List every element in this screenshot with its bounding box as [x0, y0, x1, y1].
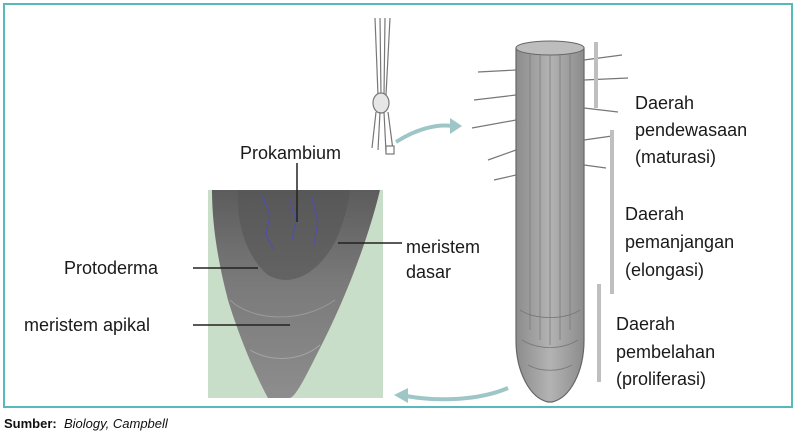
label-proliferasi-1: Daerah — [616, 313, 675, 335]
label-meristem-dasar-2: dasar — [406, 261, 451, 283]
label-maturasi-2: pendewasaan — [635, 119, 747, 141]
label-protoderma: Protoderma — [64, 257, 158, 279]
source-author: , Campbell — [106, 416, 168, 431]
source-citation: Sumber: Biology, Campbell — [4, 416, 168, 431]
label-elongasi-1: Daerah — [625, 203, 684, 225]
label-maturasi-1: Daerah — [635, 92, 694, 114]
label-meristem-dasar-1: meristem — [406, 236, 480, 258]
source-prefix: Sumber: — [4, 416, 57, 431]
label-elongasi-2: pemanjangan — [625, 231, 734, 253]
root-tip-micrograph — [208, 190, 383, 398]
label-elongasi-3: (elongasi) — [625, 259, 704, 281]
label-proliferasi-2: pembelahan — [616, 341, 715, 363]
label-proliferasi-3: (proliferasi) — [616, 368, 706, 390]
seedling-sketch — [372, 18, 394, 154]
source-title: Biology — [64, 416, 106, 431]
label-meristem-apikal: meristem apikal — [24, 314, 150, 336]
label-maturasi-3: (maturasi) — [635, 146, 716, 168]
label-prokambium: Prokambium — [240, 142, 341, 164]
root-illustration — [472, 41, 628, 402]
